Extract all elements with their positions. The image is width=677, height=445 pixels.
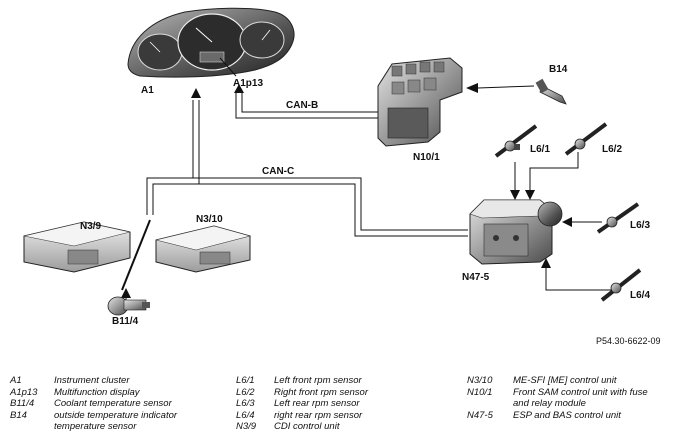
rpm-sensor-rear-left (596, 202, 640, 234)
legend-desc: ME-SFI [ME] control unit (513, 375, 617, 386)
label-a1p13: A1p13 (233, 78, 263, 89)
label-l6-4: L6/4 (630, 290, 650, 301)
label-can-b: CAN-B (286, 100, 318, 111)
b11-4-arrowhead (121, 288, 131, 298)
instrument-cluster (127, 7, 295, 78)
legend-code: L6/4 (236, 409, 255, 421)
legend-code: B14 (10, 409, 27, 421)
label-n3-9: N3/9 (80, 221, 102, 232)
label-n3-10: N3/10 (196, 214, 223, 225)
legend-code: L6/1 (236, 375, 255, 386)
can-c-bus (146, 88, 468, 237)
label-can-c: CAN-C (262, 166, 294, 177)
rpm-sensor-front-left (494, 124, 538, 158)
label-b14: B14 (549, 64, 568, 75)
can-b-bus (234, 84, 380, 119)
legend-row: N10/1 Front SAM control unit with fuse an… (467, 387, 658, 410)
l6-3-arrowhead (562, 217, 572, 227)
legend-desc: Instrument cluster (54, 375, 130, 386)
a1p13-pointer (219, 57, 237, 77)
legend-desc: Left front rpm sensor (274, 375, 362, 386)
l6-1-arrowhead (510, 190, 520, 200)
legend-code: N3/9 (236, 421, 257, 433)
legend-desc: outside temperature indicator temperatur… (54, 409, 178, 433)
rpm-sensor-front-right (564, 122, 608, 156)
legend-desc: CDI control unit (274, 421, 340, 433)
legend-row: B14 outside temperature indicator tempera… (10, 410, 204, 433)
legend-desc: ESP and BAS control unit (513, 409, 621, 421)
legend-desc: Right front rpm sensor (274, 386, 368, 398)
coolant-temp-sensor (107, 296, 150, 316)
legend-code: L6/2 (236, 386, 255, 398)
legend-row: L6/2 Right front rpm sensor (236, 387, 368, 399)
legend-row: L6/4 right rear rpm sensor (236, 410, 368, 422)
legend-desc: right rear rpm sensor (274, 409, 363, 421)
front-sam-module (377, 57, 463, 147)
legend-desc: Front SAM control unit with fuse and rel… (513, 386, 648, 410)
label-l6-1: L6/1 (530, 144, 550, 155)
b11-4-link (121, 219, 151, 291)
legend-row: L6/1 Left front rpm sensor (236, 375, 368, 387)
legend-code: N47-5 (467, 409, 493, 421)
legend-code: A1p13 (10, 386, 38, 398)
legend-code: L6/3 (236, 398, 255, 410)
esp-bas-control-unit (469, 199, 563, 265)
me-sfi-control-unit (155, 225, 252, 273)
label-l6-3: L6/3 (630, 220, 650, 231)
label-a1: A1 (141, 85, 154, 96)
legend-column-2: L6/1 Left front rpm sensor L6/2 Right fron… (236, 375, 368, 433)
legend-desc: Left rear rpm sensor (274, 398, 360, 410)
rpm-sensor-rear-right (600, 268, 642, 302)
l6-2-arrowhead (525, 190, 535, 200)
legend-code: N10/1 (467, 386, 493, 398)
l6-4-arrowhead (541, 258, 551, 268)
b14-arrowhead (466, 83, 478, 93)
legend-column-3: N3/10 ME-SFI [ME] control unit N10/1 Front… (467, 375, 658, 421)
legend-row: A1 Instrument cluster (10, 375, 204, 387)
legend-row: L6/3 Left rear rpm sensor (236, 398, 368, 410)
reference-code: P54.30-6622-09 (596, 336, 661, 346)
legend-code: A1 (10, 375, 22, 386)
label-n10-1: N10/1 (413, 152, 440, 163)
legend-row: N3/9 CDI control unit (236, 421, 368, 433)
legend-row: N47-5 ESP and BAS control unit (467, 410, 658, 422)
legend-column-1: A1 Instrument cluster A1p13 Multifunction … (10, 375, 204, 433)
label-n47-5: N47-5 (462, 272, 490, 283)
legend-desc: Coolant temperature sensor (54, 398, 172, 410)
outside-temp-sensor (535, 78, 567, 105)
legend-row: A1p13 Multifunction display (10, 387, 204, 399)
label-l6-2: L6/2 (602, 144, 622, 155)
label-b11-4: B11/4 (112, 316, 139, 327)
legend-row: N3/10 ME-SFI [ME] control unit (467, 375, 658, 387)
cdi-control-unit (23, 221, 131, 273)
legend-code: B11/4 (10, 398, 35, 410)
legend-code: N3/10 (467, 375, 493, 386)
legend-row: B11/4 Coolant temperature sensor (10, 398, 204, 410)
b14-arrow (477, 85, 535, 89)
legend-desc: Multifunction display (54, 386, 140, 398)
